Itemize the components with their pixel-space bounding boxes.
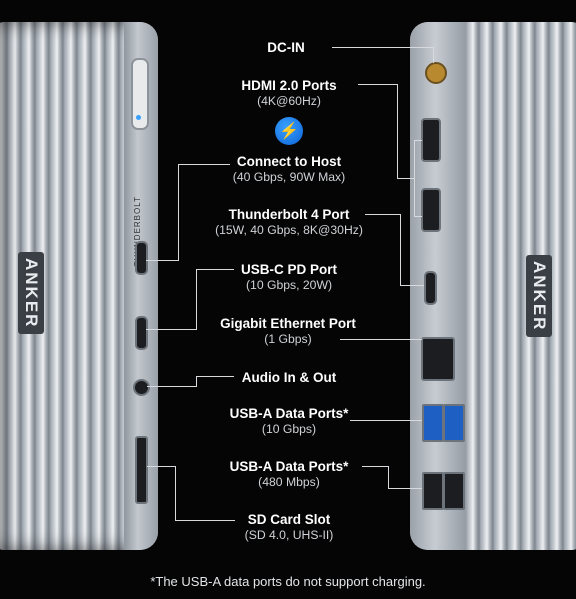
thunderbolt-host-port [135,241,148,275]
label-title: Thunderbolt 4 Port [228,207,350,222]
anker-logo-left: ANKER [18,252,44,335]
usb-a-480mbps-port-1 [422,472,444,510]
callout-line-audio [147,386,197,387]
label-hdmi: HDMI 2.0 Ports (4K@60Hz) [214,77,364,109]
callout-line-usba480 [388,466,389,488]
usb-a-480mbps-port-2 [443,472,465,510]
callout-line-hdmi [414,216,422,217]
callout-line-usba480 [362,466,388,467]
usb-a-10gbps-port-2 [443,404,465,442]
label-ethernet: Gigabit Ethernet Port (1 Gbps) [206,315,370,347]
status-led [136,115,141,120]
callout-line-usba10 [350,420,422,421]
label-title: Gigabit Ethernet Port [220,316,356,331]
callout-line-usbc [196,269,197,329]
label-sd: SD Card Slot (SD 4.0, UHS-II) [224,511,354,543]
label-title: Audio In & Out [241,370,337,385]
callout-line-hdmi [397,84,398,178]
footnote: *The USB-A data ports do not support cha… [150,574,426,589]
dock-back-face [410,22,466,550]
callout-line-tb4 [400,285,424,286]
label-title: Connect to Host [236,154,342,169]
usb-c-pd-port [135,316,148,350]
label-subtitle: (10 Gbps) [261,422,317,436]
power-button [131,58,149,130]
callout-line-hdmi [414,140,415,216]
label-host: Connect to Host (40 Gbps, 90W Max) [214,153,364,185]
callout-line-sd [147,466,176,467]
callout-line-sd [175,466,176,520]
callout-line-usbc [146,329,197,330]
callout-line-dc-in [332,47,433,48]
label-subtitle: (1 Gbps) [264,332,312,346]
callout-line-sd [175,520,235,521]
dc-in-port [425,62,447,84]
callout-line-audio [196,376,234,377]
label-title: USB-A Data Ports* [229,459,349,474]
audio-jack [133,379,150,396]
anker-logo-right: ANKER [526,255,552,338]
label-subtitle: (15W, 40 Gbps, 8K@30Hz) [215,223,363,237]
callout-line-host [178,164,179,260]
hdmi-port-2 [421,188,441,232]
ethernet-port [421,337,455,381]
label-subtitle: (480 Mbps) [258,475,320,489]
label-usbc: USB-C PD Port (10 Gbps, 20W) [214,261,364,293]
callout-line-host [146,260,179,261]
label-subtitle: (SD 4.0, UHS-II) [244,528,334,542]
label-subtitle: (10 Gbps, 20W) [245,278,333,292]
label-audio: Audio In & Out [224,369,354,386]
label-usba10: USB-A Data Ports* (10 Gbps) [214,405,364,437]
hdmi-port-1 [421,118,441,162]
label-subtitle: (40 Gbps, 90W Max) [232,170,346,184]
usb-a-10gbps-port-1 [422,404,444,442]
label-title: USB-C PD Port [240,262,337,277]
label-title: DC-IN [267,40,305,55]
label-subtitle: (4K@60Hz) [257,94,321,108]
label-tb4: Thunderbolt 4 Port (15W, 40 Gbps, 8K@30H… [198,206,380,238]
callout-line-hdmi [414,140,422,141]
label-usba480: USB-A Data Ports* (480 Mbps) [214,458,364,490]
callout-line-hdmi [397,178,414,179]
label-title: USB-A Data Ports* [229,406,349,421]
callout-line-usba480 [388,488,422,489]
callout-line-ethernet [340,339,422,340]
callout-line-tb4 [400,214,401,285]
callout-line-audio [196,376,197,386]
callout-line-hdmi [358,84,398,85]
callout-line-host [178,164,230,165]
sd-card-slot [135,436,148,504]
label-title: HDMI 2.0 Ports [241,78,337,93]
callout-line-tb4 [365,214,401,215]
label-dc-in: DC-IN [236,39,336,56]
label-title: SD Card Slot [247,512,331,527]
thunderbolt-4-port [424,271,437,305]
callout-line-usbc [196,269,234,270]
thunderbolt-icon: ⚡ [275,117,303,145]
callout-line-dc-in [433,47,434,63]
